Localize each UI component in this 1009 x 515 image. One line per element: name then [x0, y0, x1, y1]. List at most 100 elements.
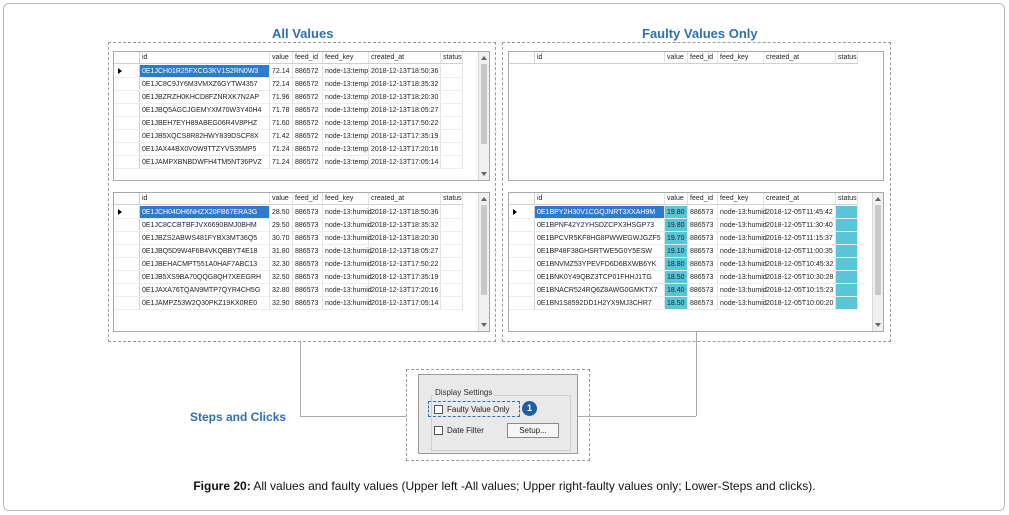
- column-header-status[interactable]: status: [443, 193, 463, 204]
- row-selector[interactable]: [509, 206, 535, 218]
- column-header-created-at[interactable]: created_at: [369, 193, 441, 204]
- column-header-id[interactable]: id: [140, 52, 270, 63]
- column-header-feed-id[interactable]: feed_id: [688, 193, 718, 204]
- column-header-created-at[interactable]: created_at: [764, 52, 836, 63]
- row-selector[interactable]: [114, 245, 140, 257]
- column-header-feed-key[interactable]: feed_key: [718, 52, 764, 63]
- row-selector[interactable]: [114, 143, 140, 155]
- scroll-thumb[interactable]: [875, 205, 881, 295]
- row-selector[interactable]: [114, 219, 140, 231]
- cell-id: 0E1BNACR524RQ6Z8AWG0GMKTX7: [535, 284, 665, 296]
- cell-id: 0E1JAMPXBNBDWFH4TM5NT36PVZ: [140, 156, 270, 168]
- faulty-value-only-label[interactable]: Faulty Value Only: [447, 405, 510, 414]
- scroll-down-icon[interactable]: [481, 172, 487, 176]
- column-header-feed-key[interactable]: feed_key: [718, 193, 764, 204]
- date-filter-checkbox[interactable]: [434, 426, 443, 435]
- row-selector[interactable]: [114, 117, 140, 129]
- column-header-feed-id[interactable]: feed_id: [293, 193, 323, 204]
- column-header-value[interactable]: value: [270, 52, 293, 63]
- row-selector[interactable]: [114, 271, 140, 283]
- row-selector[interactable]: [114, 232, 140, 244]
- column-header-id[interactable]: id: [535, 193, 665, 204]
- row-selector[interactable]: [114, 65, 140, 77]
- scroll-thumb[interactable]: [481, 205, 487, 295]
- faulty-value-only-checkbox[interactable]: [434, 405, 443, 414]
- cell-status: [836, 297, 858, 309]
- row-selector[interactable]: [509, 297, 535, 309]
- row-selector[interactable]: [509, 245, 535, 257]
- cell-feed-id: 886573: [688, 232, 718, 244]
- date-filter-label[interactable]: Date Filter: [447, 426, 484, 435]
- column-header-feed-key[interactable]: feed_key: [323, 193, 369, 204]
- cell-feed-id: 886572: [293, 156, 323, 168]
- row-selector[interactable]: [114, 130, 140, 142]
- row-selector[interactable]: [114, 284, 140, 296]
- scroll-down-icon[interactable]: [875, 323, 881, 327]
- scroll-up-icon[interactable]: [875, 197, 881, 201]
- row-selector[interactable]: [114, 91, 140, 103]
- column-header-status[interactable]: status: [838, 52, 858, 63]
- column-header-created-at[interactable]: created_at: [764, 193, 836, 204]
- row-selector[interactable]: [114, 156, 140, 168]
- row-selector[interactable]: [114, 297, 140, 309]
- setup-button[interactable]: Setup...: [507, 423, 559, 438]
- column-header-feed-key[interactable]: feed_key: [323, 52, 369, 63]
- row-selector[interactable]: [114, 258, 140, 270]
- row-selector[interactable]: [114, 78, 140, 90]
- scroll-up-icon[interactable]: [481, 197, 487, 201]
- column-header-value[interactable]: value: [665, 193, 688, 204]
- column-header-feed-id[interactable]: feed_id: [688, 52, 718, 63]
- column-header-id[interactable]: id: [535, 52, 665, 63]
- column-header-status[interactable]: status: [443, 52, 463, 63]
- scroll-up-icon[interactable]: [481, 56, 487, 60]
- column-header-created-at[interactable]: created_at: [369, 52, 441, 63]
- row-selector[interactable]: [114, 104, 140, 116]
- scroll-thumb[interactable]: [481, 64, 487, 144]
- column-header-feed-id[interactable]: feed_id: [293, 52, 323, 63]
- column-header-value[interactable]: value: [270, 193, 293, 204]
- row-selector[interactable]: [114, 206, 140, 218]
- grid-scrollbar[interactable]: [478, 193, 489, 331]
- row-selector[interactable]: [509, 232, 535, 244]
- cell-id: 0E1JCH04DH6NHZX20FB67ERA3G: [140, 206, 270, 218]
- row-selector[interactable]: [509, 258, 535, 270]
- column-header-id[interactable]: id: [140, 193, 270, 204]
- row-selector[interactable]: [509, 284, 535, 296]
- scroll-down-icon[interactable]: [481, 323, 487, 327]
- row-selector[interactable]: [509, 271, 535, 283]
- column-header-value[interactable]: value: [665, 52, 688, 63]
- row-selector[interactable]: [509, 219, 535, 231]
- grid-scrollbar[interactable]: [872, 193, 883, 331]
- grid-scrollbar[interactable]: [478, 52, 489, 180]
- column-header-status[interactable]: status: [838, 193, 858, 204]
